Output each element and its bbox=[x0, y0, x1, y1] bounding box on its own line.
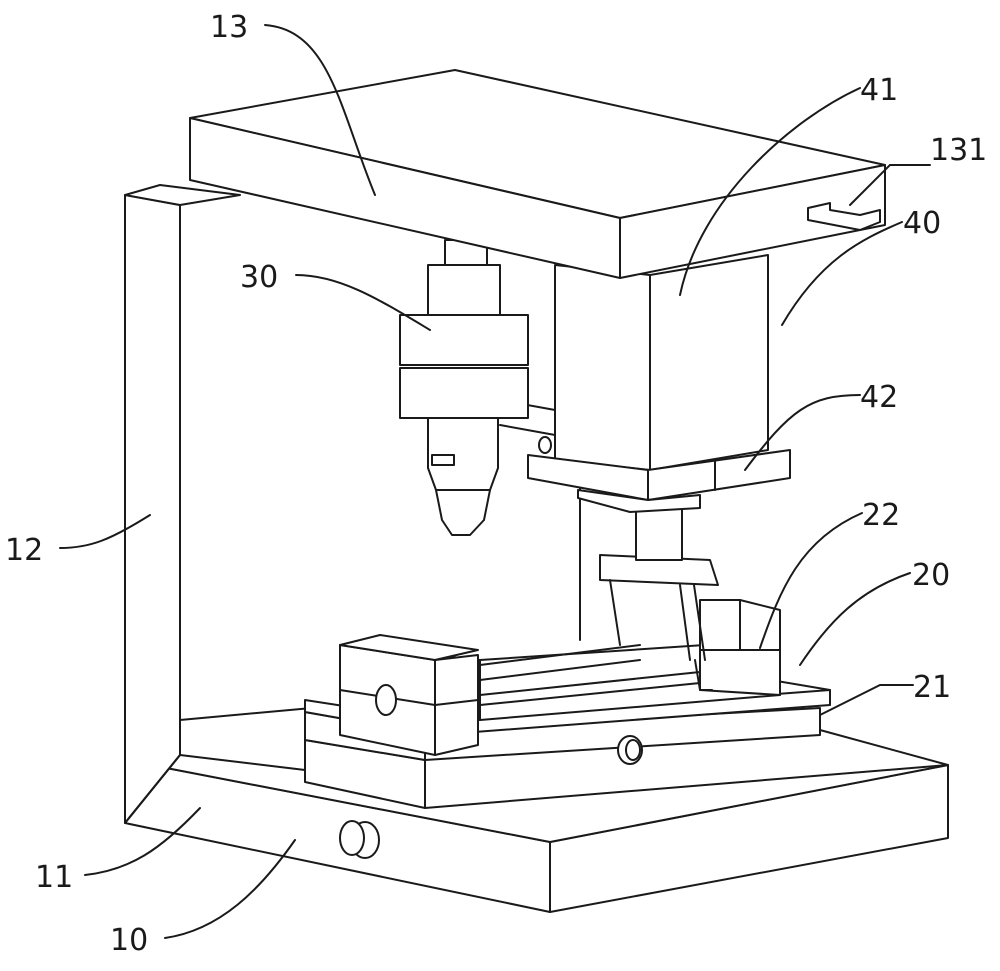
reference-numerals: 13 41 131 40 30 42 22 20 12 21 11 10 bbox=[5, 10, 987, 958]
label-12: 12 bbox=[5, 533, 43, 568]
label-20: 20 bbox=[912, 558, 950, 593]
label-11: 11 bbox=[35, 860, 73, 895]
label-40: 40 bbox=[903, 206, 941, 241]
label-13: 13 bbox=[210, 10, 248, 45]
spindle bbox=[399, 239, 556, 536]
label-42: 42 bbox=[860, 380, 898, 415]
beam-slot bbox=[807, 202, 881, 231]
crossbeam bbox=[189, 69, 886, 279]
base-knob bbox=[339, 820, 380, 859]
label-10: 10 bbox=[110, 923, 148, 958]
leader-lines bbox=[59, 24, 931, 939]
label-21: 21 bbox=[913, 670, 951, 705]
fixture bbox=[694, 599, 781, 696]
press-tool bbox=[599, 504, 719, 661]
label-131: 131 bbox=[930, 133, 987, 168]
press-head bbox=[554, 254, 769, 641]
column bbox=[124, 184, 306, 824]
column-foot bbox=[124, 754, 181, 824]
label-30: 30 bbox=[240, 260, 278, 295]
label-41: 41 bbox=[860, 73, 898, 108]
slide-block bbox=[339, 634, 479, 756]
head-flange bbox=[527, 449, 791, 513]
label-22: 22 bbox=[862, 498, 900, 533]
